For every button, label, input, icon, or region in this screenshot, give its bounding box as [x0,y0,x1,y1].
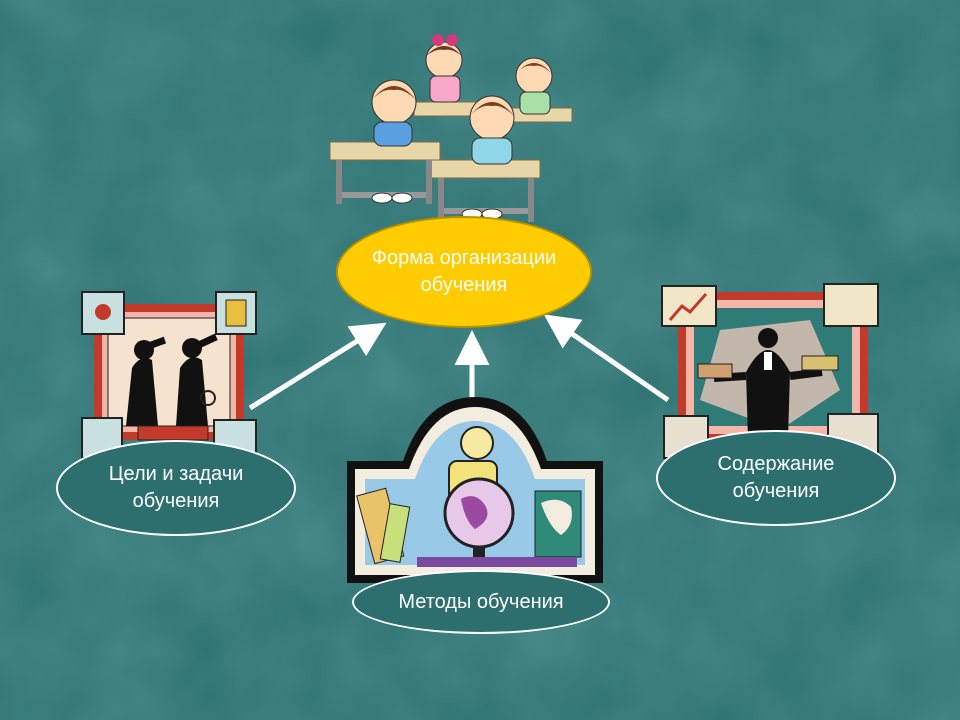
arrow-right-to-center [543,314,670,403]
node-learning-goals: Цели и задачи обучения [56,440,296,536]
node-learning-content: Содержание обучения [656,430,896,526]
node-learning-methods: Методы обучения [352,570,610,634]
node-learning-form: Форма организации обучения [336,216,592,328]
explorers-clipart [81,291,257,460]
node-learning-form-label: Форма организации обучения [371,247,557,296]
scientist-globe-clipart [347,397,603,583]
node-learning-goals-label: Цели и задачи обучения [108,463,244,512]
classroom-clipart [329,34,573,222]
node-learning-content-label: Содержание обучения [717,453,835,502]
arrow-left-to-center [248,322,387,411]
node-learning-methods-label: Методы обучения [398,590,564,613]
